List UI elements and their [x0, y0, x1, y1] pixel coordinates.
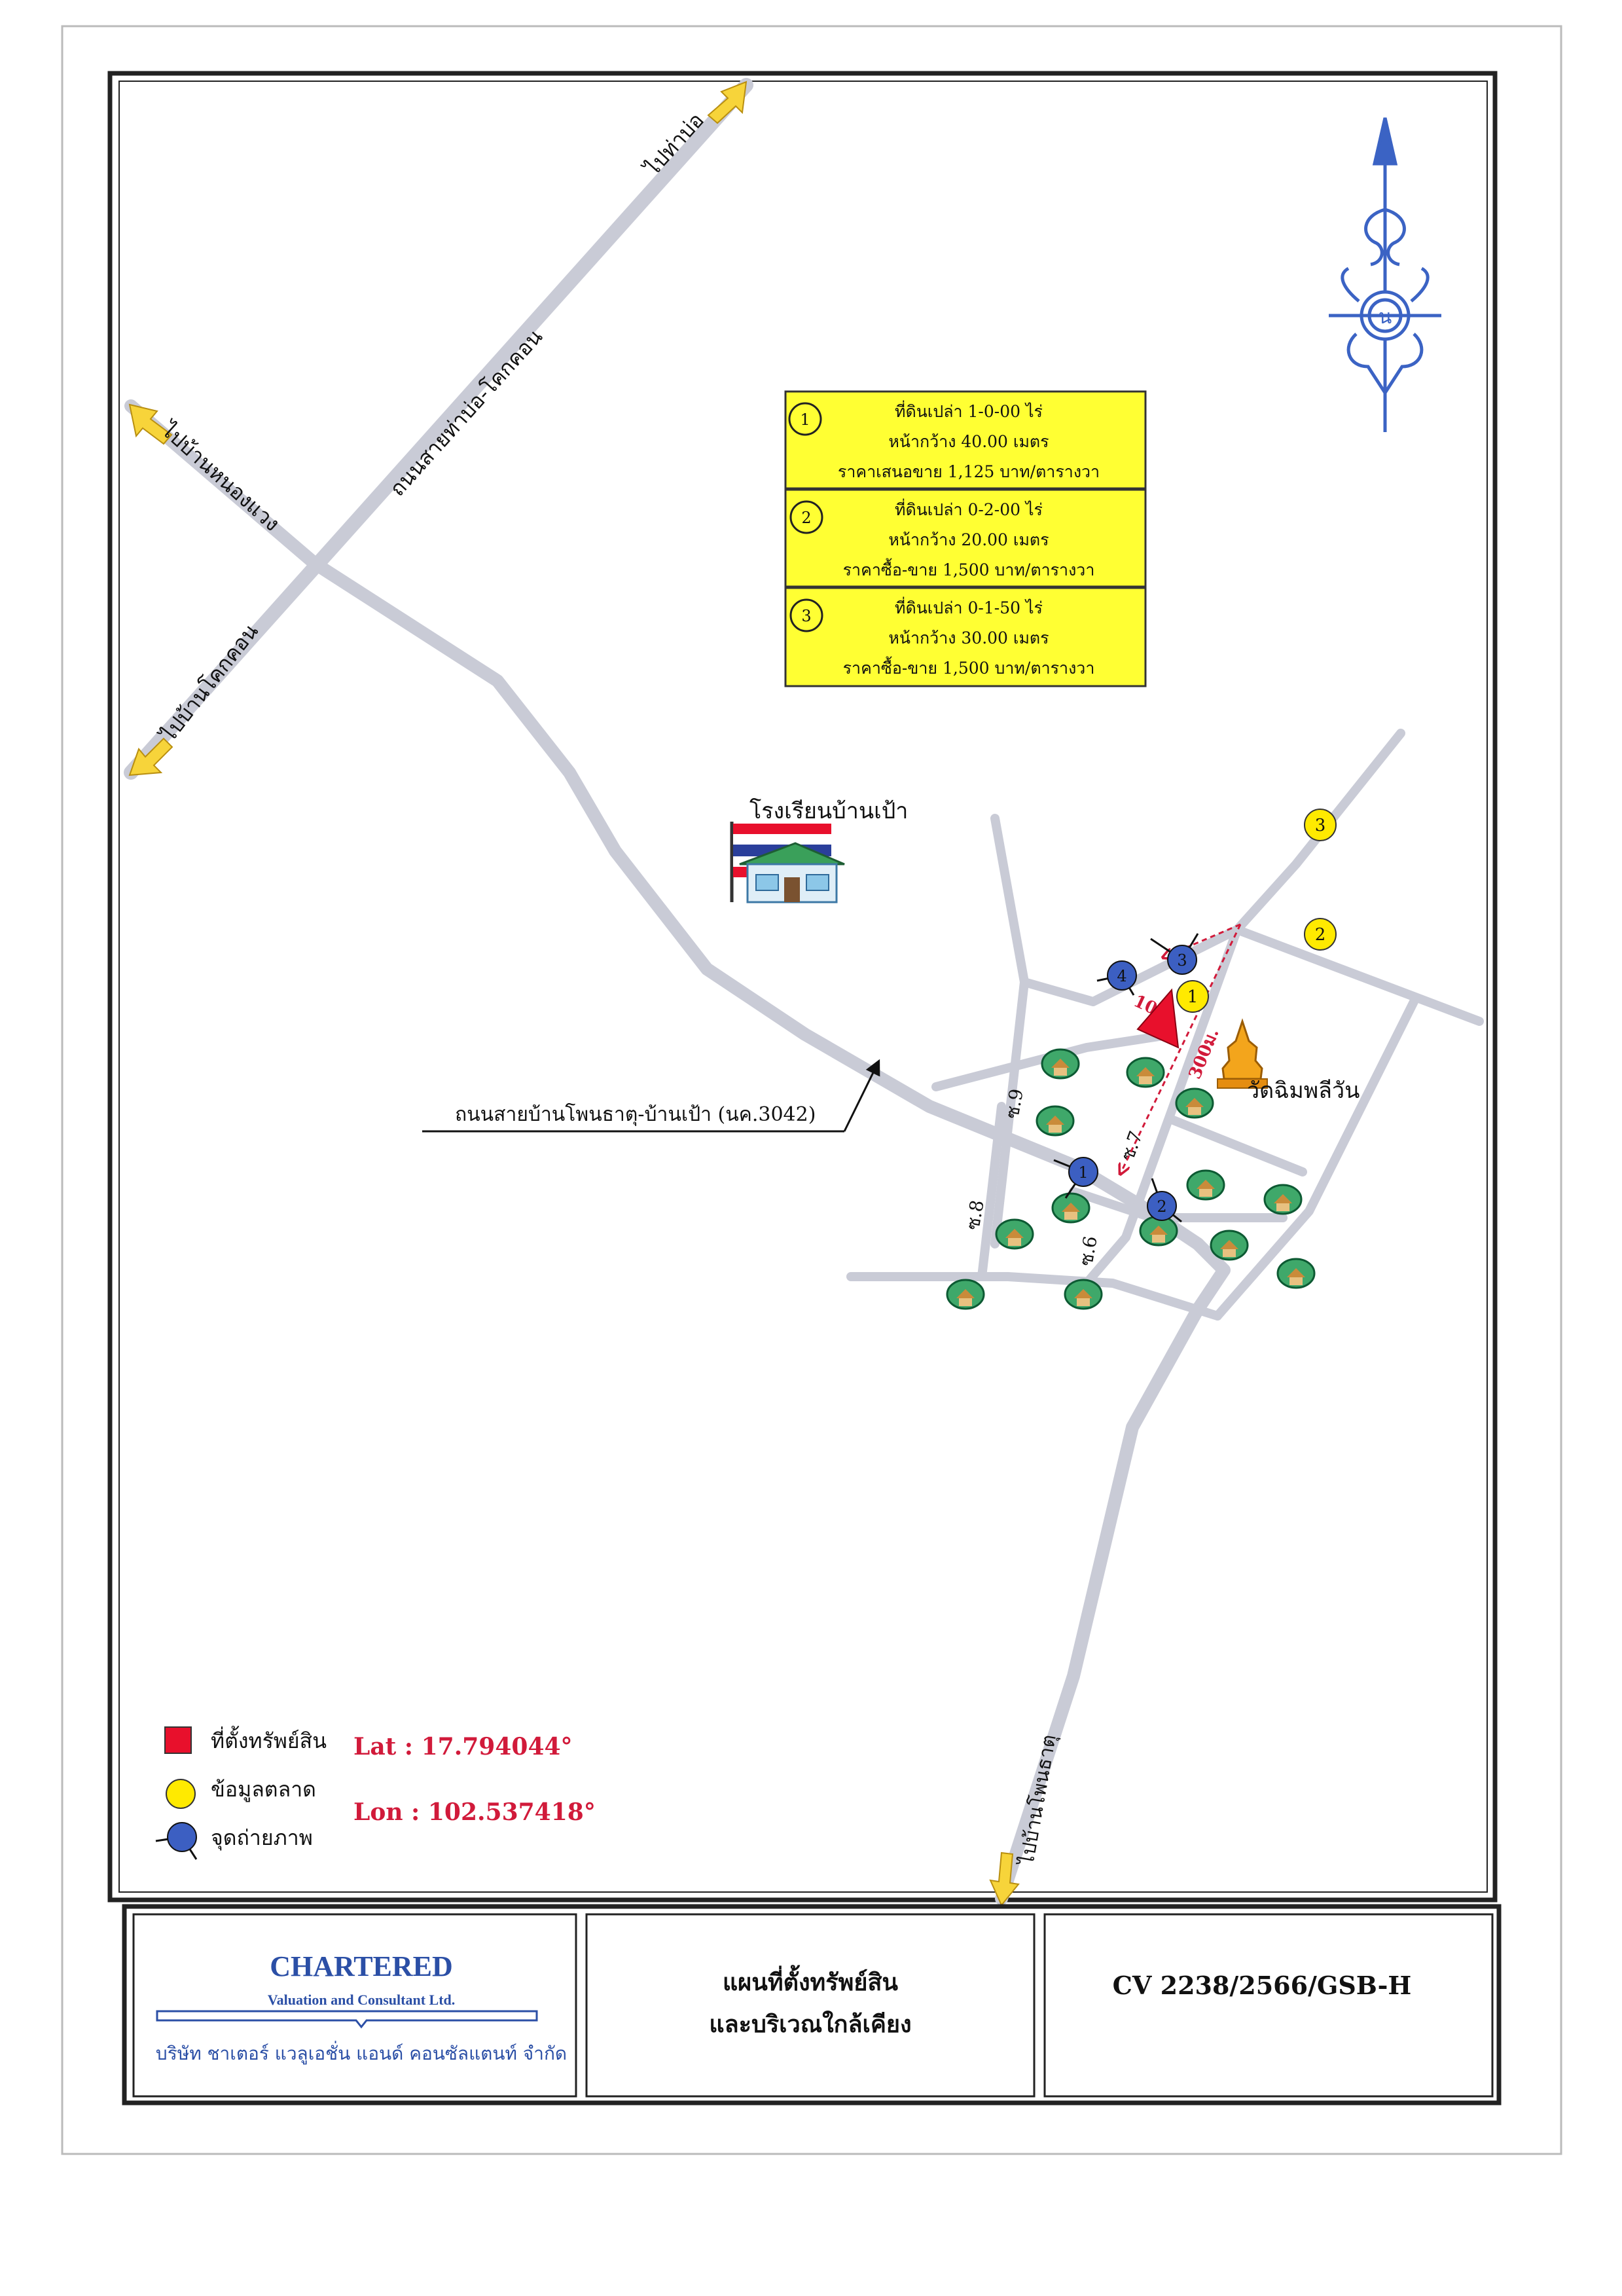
- legend-property-icon: [164, 1726, 192, 1754]
- legend: ที่ตั้งทรัพย์สิน ข้อมูลตลาด จุดถ่ายภาพ: [155, 1726, 327, 1860]
- road-arrows: [128, 81, 1020, 1906]
- svg-text:หน้ากว้าง 30.00 เมตร: หน้ากว้าง 30.00 เมตร: [888, 629, 1049, 647]
- photo-point-2: 2: [1147, 1178, 1182, 1223]
- doc-code: CV 2238/2566/GSB-H: [1113, 1971, 1412, 2000]
- svg-text:ที่ดินเปล่า 0-2-00 ไร่: ที่ดินเปล่า 0-2-00 ไร่: [895, 498, 1043, 519]
- market-info-1: 1 ที่ดินเปล่า 1-0-00 ไร่ หน้ากว้าง 40.00…: [784, 390, 1147, 490]
- house-icon: [1263, 1184, 1303, 1215]
- house-icon: [1036, 1105, 1075, 1137]
- market-point-1: 1: [1176, 980, 1209, 1013]
- svg-text:ที่ดินเปล่า 1-0-00 ไร่: ที่ดินเปล่า 1-0-00 ไร่: [895, 400, 1043, 421]
- svg-text:ราคาซื้อ-ขาย 1,500 บาท/ตารางวา: ราคาซื้อ-ขาย 1,500 บาท/ตารางวา: [843, 656, 1095, 678]
- svg-text:ที่ดินเปล่า 0-1-50 ไร่: ที่ดินเปล่า 0-1-50 ไร่: [895, 596, 1043, 617]
- svg-text:3: 3: [1177, 951, 1187, 970]
- doc-title-line1: แผนที่ตั้งทรัพย์สิน: [723, 1965, 898, 1996]
- market-point-2: 2: [1304, 918, 1337, 951]
- house-icon: [1051, 1192, 1090, 1224]
- svg-text:1: 1: [1187, 987, 1198, 1007]
- house-icon: [1126, 1057, 1165, 1088]
- road-ta-bo-khok-khon: [124, 78, 753, 780]
- houses: [946, 1048, 1316, 1310]
- coord-lon: Lon : 102.537418°: [353, 1798, 596, 1826]
- outer-border: [61, 25, 1562, 2155]
- arrow-to-nong-waeng-icon: [128, 403, 173, 445]
- svg-text:2: 2: [801, 509, 811, 527]
- compass-letter: น: [1379, 306, 1392, 329]
- house-icon: [1139, 1215, 1178, 1247]
- property-location-icon: [1136, 988, 1180, 1049]
- map-frame: [107, 71, 1498, 1903]
- label-soi-9: ซ.9: [1001, 1087, 1027, 1120]
- label-school: โรงเรียนบ้านเป้า: [749, 798, 908, 824]
- arrow-to-phon-that-icon: [989, 1851, 1020, 1906]
- arrow-to-ta-bo-icon: [707, 81, 748, 124]
- house-icon: [946, 1279, 985, 1310]
- arrow-to-khok-khon-icon: [128, 737, 173, 776]
- distance-300m-line: [1121, 924, 1242, 1173]
- house-icon: [1175, 1087, 1214, 1119]
- north-compass-icon: [1329, 117, 1441, 432]
- market-info-3: 3 ที่ดินเปล่า 0-1-50 ไร่ หน้ากว้าง 30.00…: [784, 587, 1147, 687]
- market-info-boxes: 1 ที่ดินเปล่า 1-0-00 ไร่ หน้ากว้าง 40.00…: [784, 390, 1147, 687]
- legend-photo-label: จุดถ่ายภาพ: [211, 1825, 313, 1851]
- photo-point-3: 3: [1150, 933, 1199, 975]
- svg-text:3: 3: [801, 607, 811, 625]
- svg-text:ราคาซื้อ-ขาย 1,500 บาท/ตารางวา: ราคาซื้อ-ขาย 1,500 บาท/ตารางวา: [843, 558, 1095, 579]
- svg-text:หน้ากว้าง 20.00 เมตร: หน้ากว้าง 20.00 เมตร: [888, 530, 1049, 549]
- coord-lat: Lat : 17.794044°: [353, 1733, 573, 1760]
- house-icon: [1064, 1279, 1103, 1310]
- photo-points: 1 2 3 4: [1053, 933, 1199, 1223]
- svg-text:2: 2: [1315, 925, 1326, 945]
- svg-text:1: 1: [1078, 1163, 1088, 1182]
- market-point-3: 3: [1304, 809, 1337, 841]
- svg-text:ราคาเสนอขาย 1,125 บาท/ตารางวา: ราคาเสนอขาย 1,125 บาท/ตารางวา: [838, 462, 1100, 481]
- market-info-2: 2 ที่ดินเปล่า 0-2-00 ไร่ หน้ากว้าง 20.00…: [784, 488, 1147, 588]
- legend-photo-icon: [155, 1822, 198, 1860]
- label-phon-that-pao-road: ถนนสายบ้านโพนธาตุ-บ้านเป้า (นค.3042): [455, 1102, 816, 1127]
- distance-10m-line: [1164, 923, 1241, 957]
- footer: CHARTERED Valuation and Consultant Ltd. …: [122, 1904, 1502, 2105]
- photo-point-1: 1: [1053, 1157, 1098, 1199]
- svg-text:หน้ากว้าง 40.00 เมตร: หน้ากว้าง 40.00 เมตร: [888, 432, 1049, 451]
- legend-market-label: ข้อมูลตลาด: [211, 1777, 316, 1802]
- legend-property-label: ที่ตั้งทรัพย์สิน: [211, 1726, 327, 1753]
- company-subtitle: Valuation and Consultant Ltd.: [268, 1992, 456, 2008]
- photo-point-4: 4: [1096, 960, 1137, 996]
- house-icon: [1276, 1258, 1316, 1289]
- legend-market-icon: [166, 1779, 196, 1809]
- label-soi-6: ซ.6: [1075, 1234, 1101, 1267]
- map-frame-inner: [118, 81, 1488, 1893]
- roads: [124, 78, 1484, 1905]
- school-icon: [730, 822, 845, 903]
- company-name-th: บริษัท ชาเตอร์ แวลูเอชั่น แอนด์ คอนซัลแต…: [156, 2041, 567, 2065]
- label-temple: วัดฉิมพลีวัน: [1247, 1078, 1360, 1104]
- temple-icon: [1217, 1018, 1268, 1089]
- market-points: 1 2 3: [1176, 809, 1337, 1013]
- house-icon: [995, 1218, 1034, 1250]
- house-icon: [1041, 1048, 1080, 1080]
- svg-text:3: 3: [1315, 816, 1326, 835]
- callout-arrow-icon: [843, 1059, 880, 1132]
- company-logo-banner: [156, 2010, 538, 2029]
- svg-text:4: 4: [1117, 967, 1126, 985]
- company-name-en: CHARTERED: [270, 1950, 453, 1982]
- label-soi-8: ซ.8: [962, 1198, 988, 1231]
- svg-text:1: 1: [800, 410, 810, 429]
- svg-text:2: 2: [1157, 1197, 1166, 1216]
- house-icon: [1210, 1230, 1249, 1261]
- house-icon: [1186, 1169, 1225, 1201]
- doc-title-line2: และบริเวณใกล้เคียง: [709, 2010, 911, 2038]
